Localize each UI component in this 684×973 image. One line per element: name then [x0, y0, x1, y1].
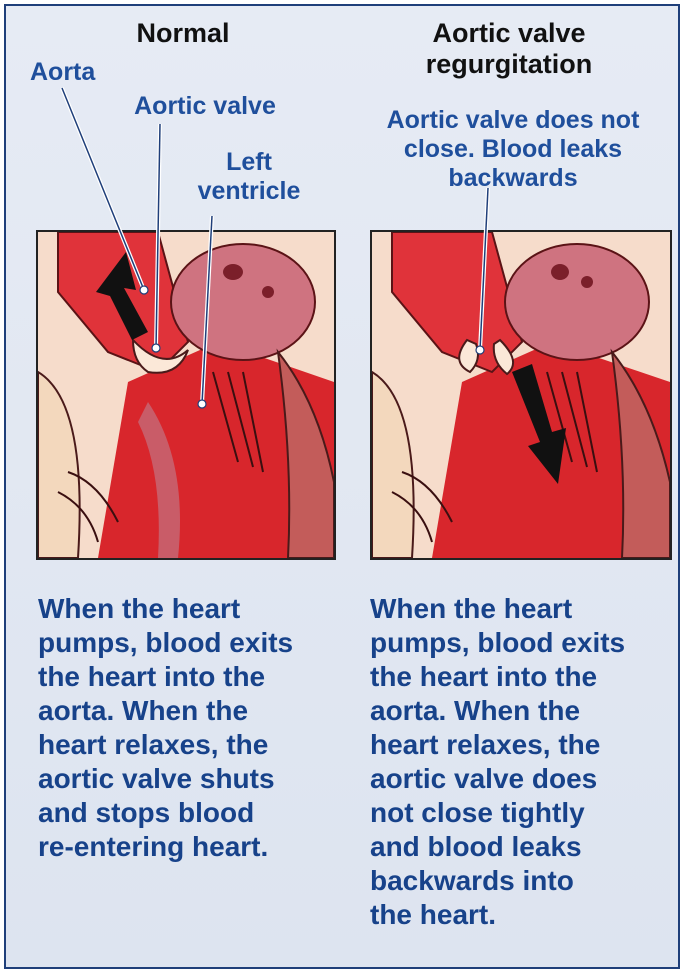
aortic-valve-label: Aortic valve — [110, 92, 300, 121]
normal-heading: Normal — [120, 18, 246, 49]
regurgitation-heart-illustration — [370, 230, 672, 560]
normal-description: When the heart pumps, blood exits the he… — [38, 592, 338, 864]
aorta-label: Aorta — [30, 58, 120, 87]
regurgitation-description: When the heart pumps, blood exits the he… — [370, 592, 670, 932]
normal-heart-illustration — [36, 230, 336, 560]
left-ventricle-label: Left ventricle — [174, 148, 324, 206]
regurgitation-heading: Aortic valve regurgitation — [404, 18, 614, 80]
diagram-frame: Normal Aorta Aortic valve Left ventricle… — [4, 4, 680, 969]
regurgitation-label: Aortic valve does not close. Blood leaks… — [348, 106, 678, 192]
atrium-region — [171, 244, 315, 360]
